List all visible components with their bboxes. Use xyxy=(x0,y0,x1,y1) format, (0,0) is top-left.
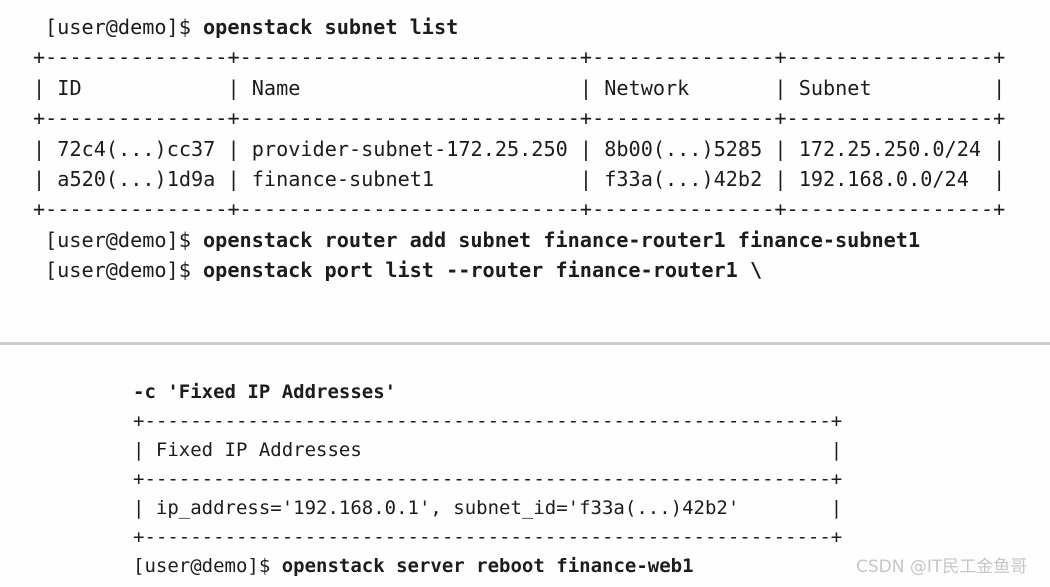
ascii-table-border: +---------------+-----------------------… xyxy=(33,106,1006,131)
terminal-command-line: [user@demo]$ openstack router add subnet… xyxy=(33,225,1005,255)
terminal-output-top: [user@demo]$ openstack subnet list +-----… xyxy=(33,12,1005,286)
terminal-output-bottom: -c 'Fixed IP Addresses' +----------------… xyxy=(133,378,842,581)
ascii-table-border: +---------------+-----------------------… xyxy=(33,45,1006,70)
csdn-watermark: CSDN @IT民工金鱼哥 xyxy=(856,557,1028,577)
ascii-table-border: +---------------------------------------… xyxy=(133,526,843,548)
terminal-command-line: [user@demo]$ openstack port list --route… xyxy=(33,255,1005,285)
ascii-table-border: +---------------------------------------… xyxy=(133,468,843,490)
command-text: -c 'Fixed IP Addresses' xyxy=(133,381,397,403)
shell-prompt: [user@demo]$ xyxy=(45,15,204,39)
command-text: openstack subnet list xyxy=(203,15,459,39)
shell-prompt: [user@demo]$ xyxy=(45,258,204,283)
shell-prompt: [user@demo]$ xyxy=(133,555,282,577)
shell-prompt: [user@demo]$ xyxy=(45,227,204,252)
page-divider xyxy=(0,342,1050,345)
ascii-table-border: +---------------+-----------------------… xyxy=(33,197,1006,222)
ascii-table-header-row: | Fixed IP Addresses | xyxy=(133,439,843,461)
ascii-table-border: +---------------------------------------… xyxy=(133,410,843,432)
terminal-command-line: [user@demo]$ openstack subnet list xyxy=(33,12,1005,42)
ascii-table-header-row: | ID | Name | Network | Subnet | xyxy=(33,75,1006,100)
terminal-command-line: -c 'Fixed IP Addresses' xyxy=(133,378,842,407)
command-text: openstack router add subnet finance-rout… xyxy=(203,227,921,252)
command-text: openstack server reboot finance-web1 xyxy=(281,555,694,577)
ascii-table-data-row: | 72c4(...)cc37 | provider-subnet-172.25… xyxy=(33,136,1006,161)
ascii-table-data-row: | a520(...)1d9a | finance-subnet1 | f33a… xyxy=(33,167,1006,192)
terminal-command-line: [user@demo]$ openstack server reboot fin… xyxy=(133,552,842,581)
ascii-table-data-row: | ip_address='192.168.0.1', subnet_id='f… xyxy=(133,497,843,519)
command-text: openstack port list --router finance-rou… xyxy=(203,258,763,283)
